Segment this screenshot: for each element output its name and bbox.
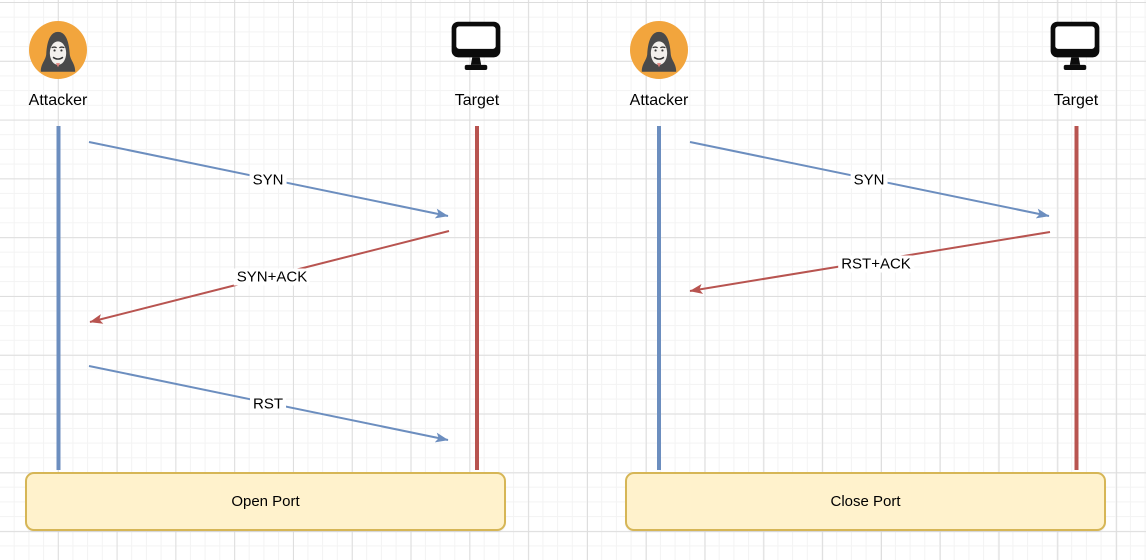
message-label-syn[interactable]: SYN	[850, 171, 888, 189]
message-label-syn[interactable]: SYN	[249, 171, 287, 189]
anonymous-hacker-icon[interactable]	[630, 21, 688, 79]
actor-label-target: Target	[454, 92, 500, 109]
actor-label-attacker: Attacker	[629, 92, 689, 109]
actor-label-attacker: Attacker	[28, 92, 88, 109]
monitor-icon[interactable]	[1045, 16, 1105, 78]
message-label-rst-ack[interactable]: RST+ACK	[838, 255, 914, 273]
monitor-icon[interactable]	[446, 16, 506, 78]
message-label-syn-ack[interactable]: SYN+ACK	[233, 268, 311, 286]
result-box-open-port[interactable]: Open Port	[25, 472, 506, 531]
actor-label-target: Target	[1053, 92, 1099, 109]
anonymous-hacker-icon[interactable]	[29, 21, 87, 79]
result-box-close-port[interactable]: Close Port	[625, 472, 1106, 531]
message-label-rst[interactable]: RST	[250, 395, 286, 413]
